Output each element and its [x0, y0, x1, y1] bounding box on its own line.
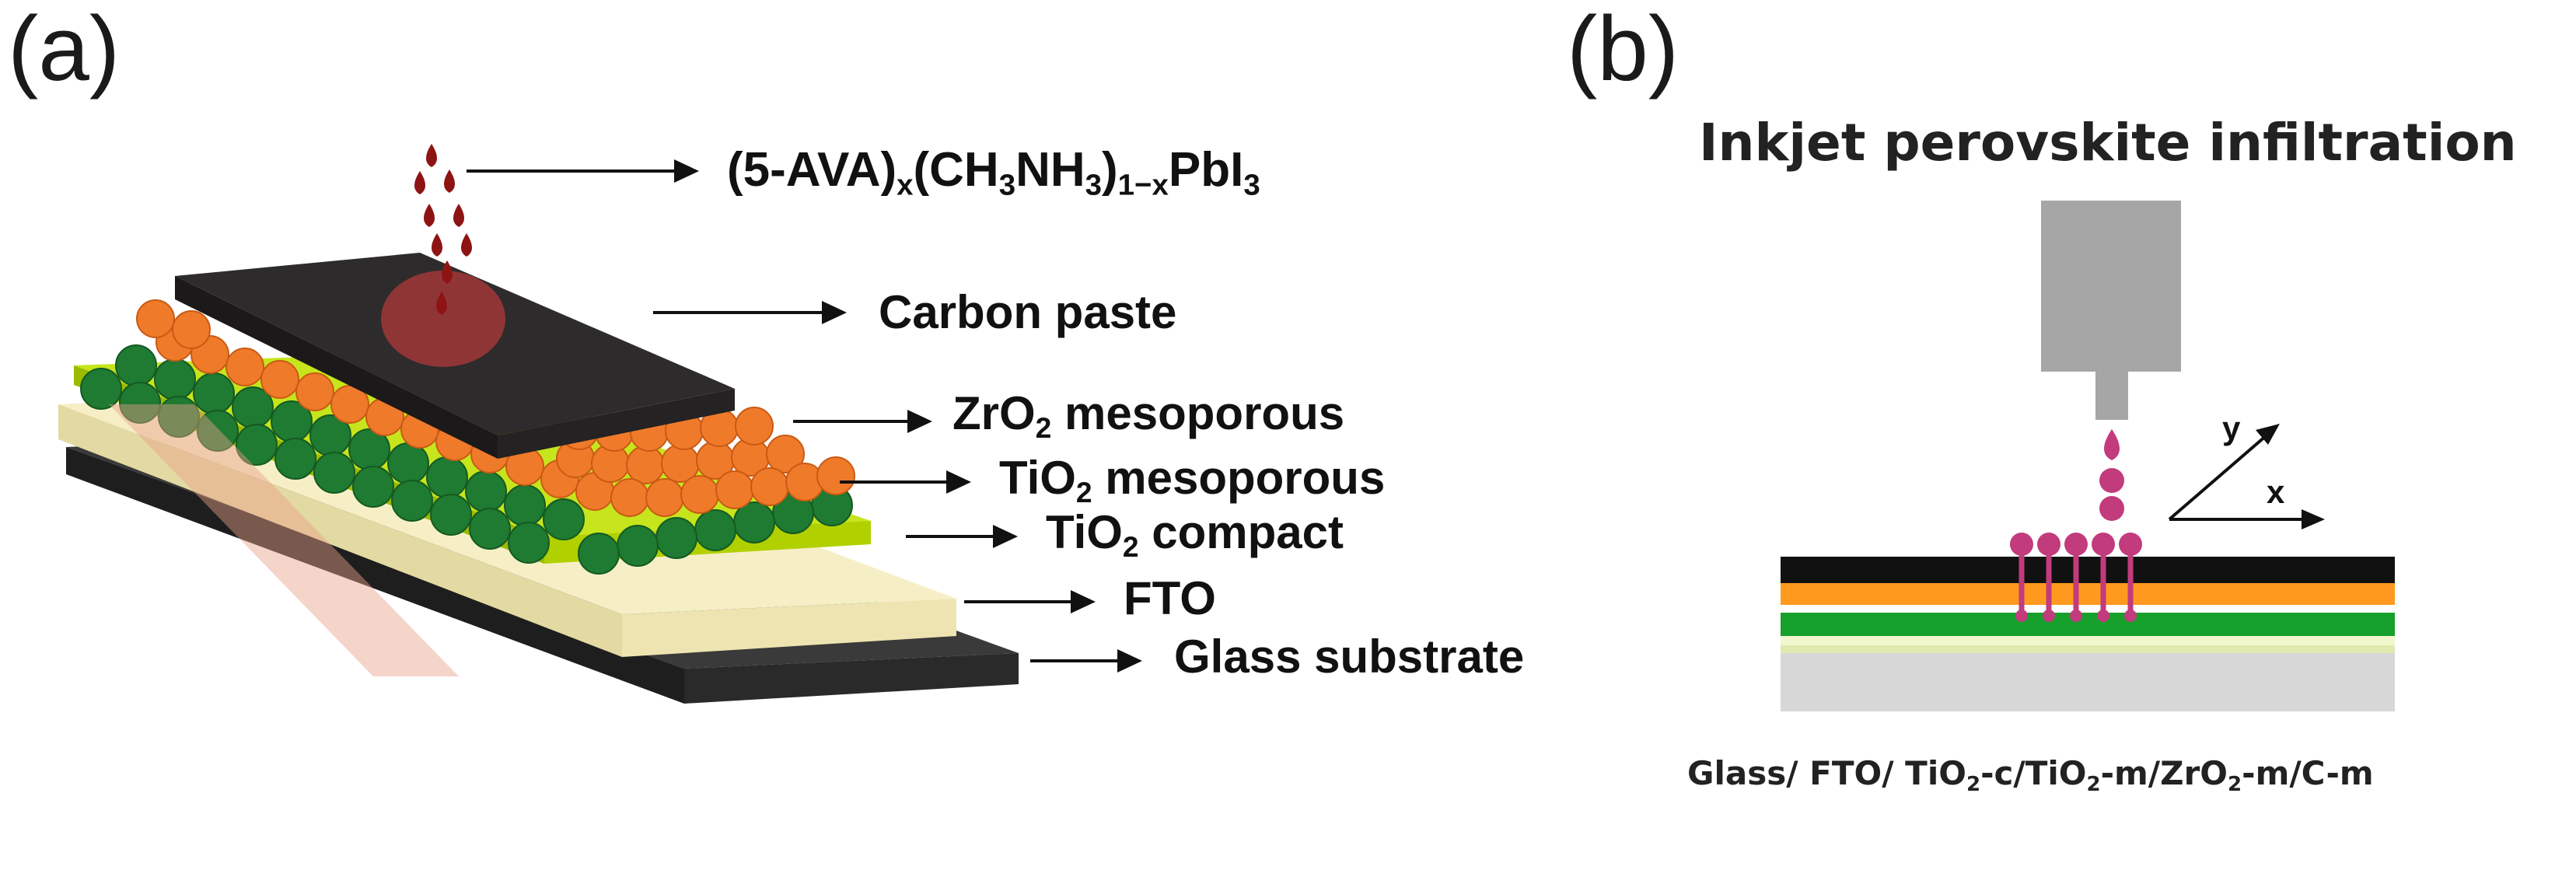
substrate-stack — [1781, 557, 2395, 711]
arrow-fto — [964, 590, 1096, 613]
arrow-glass — [1030, 649, 1142, 673]
panel-b-title: Inkjet perovskite infiltration — [1699, 113, 2517, 173]
arrow-zro2 — [793, 410, 932, 433]
stack-caption: Glass/ FTO/ TiO2-c/TiO2-m/ZrO2-m/C-m — [1687, 754, 2374, 796]
infiltration-shading — [109, 404, 459, 676]
label-fto: FTO — [1124, 572, 1216, 624]
tio2-mesoporous-spheres — [80, 344, 853, 575]
arrow-perovskite — [467, 159, 699, 183]
arrow-tio2-compact — [906, 525, 1018, 548]
panel-b-letter: (b) — [1567, 0, 1679, 100]
label-tio2-mesoporous: TiO2 mesoporous — [999, 452, 1386, 509]
infiltrated-drops — [2010, 533, 2142, 622]
perovskite-spot — [381, 271, 505, 367]
label-zro2-mesoporous: ZrO2 mesoporous — [952, 387, 1345, 445]
inkjet-nozzle — [2041, 201, 2181, 420]
inkjet-droplets — [2099, 429, 2124, 521]
axis-x-label: x — [2267, 473, 2285, 510]
panel-a-letter: (a) — [8, 0, 121, 100]
xy-axes — [2168, 424, 2325, 529]
label-perovskite: (5-AVA)x(CH3NH3)1−xPbI3 — [727, 143, 1260, 202]
arrow-carbon — [653, 301, 847, 324]
label-tio2-compact: TiO2 compact — [1046, 506, 1344, 564]
perovskite-droplets — [414, 144, 472, 315]
label-carbon-paste: Carbon paste — [879, 286, 1177, 338]
label-glass-substrate: Glass substrate — [1174, 631, 1525, 683]
arrow-tio2-mesoporous — [840, 470, 971, 494]
axis-y-label: y — [2222, 410, 2241, 446]
